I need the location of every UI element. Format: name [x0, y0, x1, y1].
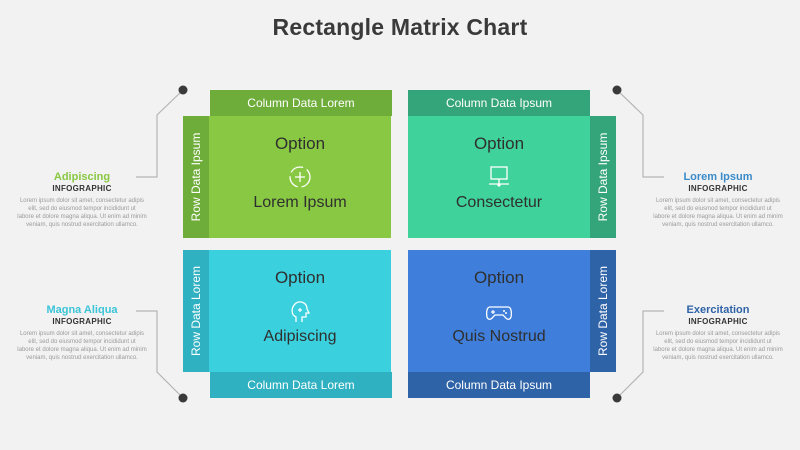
side-heading: Adipiscing [53, 171, 111, 183]
row-tab-bottom-right: Row Data Lorem [590, 250, 616, 372]
cell-option-label: Option [473, 134, 525, 153]
side-description: Lorem ipsum dolor sit amet, consectetur … [12, 330, 152, 362]
row-tab-bottom-left: Row Data Lorem [183, 250, 209, 372]
desc-line: Lorem ipsum dolor sit amet, consectetur … [655, 198, 781, 204]
desc-line: elit, sed do eiusmod tempor incididunt u… [28, 206, 136, 212]
chart-title: Rectangle Matrix Chart [272, 14, 528, 40]
desc-line: elit, sed do eiusmod tempor incididunt u… [28, 339, 136, 345]
row-label: Row Data Lorem [189, 265, 203, 357]
row-tab-top-left: Row Data Ipsum [183, 116, 209, 238]
desc-line: veniam, quis nostrud exercitation ullamc… [26, 355, 138, 361]
cell-value: Quis Nostrud [452, 328, 546, 345]
refresh-icon [289, 166, 311, 188]
desc-line: veniam, quis nostrud exercitation ullamc… [662, 355, 774, 361]
row-label: Row Data Ipsum [596, 132, 610, 222]
side-heading: Magna Aliqua [46, 304, 118, 316]
side-description: Lorem ipsum dolor sit amet, consectetur … [12, 197, 152, 229]
cell-bottom-left: Option Adipiscing [209, 250, 391, 372]
side-text-bottom-left: Magna Aliqua INFOGRAPHIC Lorem ipsum dol… [12, 304, 152, 362]
column-tab-bottom-left: Column Data Lorem [210, 372, 392, 398]
cell-option-label: Option [274, 134, 326, 153]
cell-value: Adipiscing [263, 328, 337, 345]
side-subheading: INFOGRAPHIC [52, 317, 112, 326]
cell-top-left: Option Lorem Ipsum [209, 116, 391, 238]
side-text-bottom-right: Exercitation INFOGRAPHIC Lorem ipsum dol… [648, 304, 788, 362]
side-subheading: INFOGRAPHIC [688, 317, 748, 326]
column-tab-top-right: Column Data Ipsum [408, 90, 590, 116]
network-icon [489, 166, 509, 187]
cell-value: Consectetur [455, 194, 543, 211]
side-description: Lorem ipsum dolor sit amet, consectetur … [648, 197, 788, 229]
cell-option-label: Option [274, 268, 326, 287]
connector-dot [612, 393, 622, 403]
row-label: Row Data Ipsum [189, 132, 203, 222]
side-text-top-right: Lorem Ipsum INFOGRAPHIC Lorem ipsum dolo… [648, 171, 788, 229]
desc-line: Lorem ipsum dolor sit amet, consectetur … [19, 331, 145, 337]
row-label: Row Data Lorem [596, 265, 610, 357]
column-tab-top-left: Column Data Lorem [210, 90, 392, 116]
side-description: Lorem ipsum dolor sit amet, consectetur … [648, 330, 788, 362]
connector-dot [612, 85, 622, 95]
side-heading: Exercitation [686, 304, 750, 316]
head-plug-icon [291, 301, 311, 322]
column-tab-bottom-right: Column Data Ipsum [408, 372, 590, 398]
connector-dot [178, 393, 188, 403]
desc-line: labore et dolore magna aliqua. Ut enim a… [17, 214, 147, 220]
desc-line: labore et dolore magna aliqua. Ut enim a… [17, 347, 147, 353]
side-text-top-left: Adipiscing INFOGRAPHIC Lorem ipsum dolor… [12, 171, 152, 229]
desc-line: elit, sed do eiusmod tempor incididunt u… [664, 339, 772, 345]
cell-option-label: Option [473, 268, 525, 287]
side-subheading: INFOGRAPHIC [688, 184, 748, 193]
cell-bottom-right: Option Quis Nostrud [408, 250, 590, 372]
desc-line: Lorem ipsum dolor sit amet, consectetur … [655, 331, 781, 337]
side-subheading: INFOGRAPHIC [52, 184, 112, 193]
row-tab-top-right: Row Data Ipsum [590, 116, 616, 238]
desc-line: labore et dolore magna aliqua. Ut enim a… [653, 347, 783, 353]
gamepad-icon [485, 306, 513, 320]
side-heading: Lorem Ipsum [683, 171, 753, 183]
connector-dot [178, 85, 188, 95]
desc-line: Lorem ipsum dolor sit amet, consectetur … [19, 198, 145, 204]
desc-line: elit, sed do eiusmod tempor incididunt u… [664, 206, 772, 212]
cell-value: Lorem Ipsum [253, 194, 347, 211]
desc-line: veniam, quis nostrud exercitation ullamc… [662, 222, 774, 228]
desc-line: labore et dolore magna aliqua. Ut enim a… [653, 214, 783, 220]
cell-top-right: Option Consectetur [408, 116, 590, 238]
desc-line: veniam, quis nostrud exercitation ullamc… [26, 222, 138, 228]
